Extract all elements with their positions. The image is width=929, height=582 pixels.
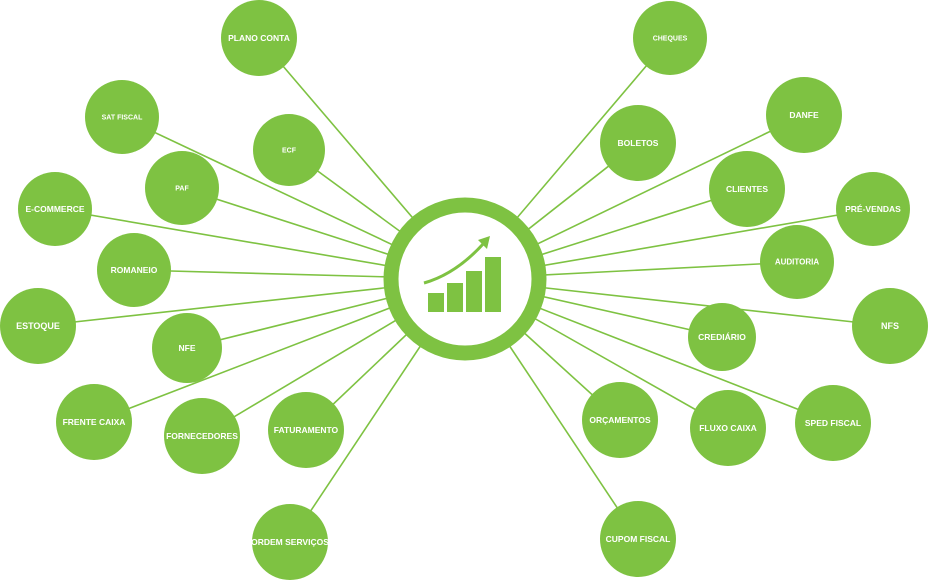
trend-arrow bbox=[423, 241, 486, 285]
node-paf: PAF bbox=[145, 151, 219, 225]
node-circle-sat-fiscal bbox=[85, 80, 159, 154]
node-label-plano-conta: PLANO CONTA bbox=[228, 33, 290, 43]
node-circle-romaneio bbox=[97, 233, 171, 307]
node-circle-cheques bbox=[633, 1, 707, 75]
node-circle-sped-fiscal bbox=[795, 385, 871, 461]
node-cheques: CHEQUES bbox=[633, 1, 707, 75]
node-label-faturamento: FATURAMENTO bbox=[274, 425, 339, 435]
node-label-nfe: NFE bbox=[179, 343, 196, 353]
node-label-ecf: ECF bbox=[282, 147, 297, 154]
node-label-boletos: BOLETOS bbox=[618, 138, 659, 148]
node-circle-paf bbox=[145, 151, 219, 225]
node-label-ordem-servicos: ORDEM SERVIÇOS bbox=[251, 537, 329, 547]
node-circle-ecf bbox=[253, 114, 325, 186]
node-faturamento: FATURAMENTO bbox=[268, 392, 344, 468]
node-orcamentos: ORÇAMENTOS bbox=[582, 382, 658, 458]
node-sat-fiscal: SAT FISCAL bbox=[85, 80, 159, 154]
node-circle-crediario bbox=[688, 303, 756, 371]
node-circle-estoque bbox=[0, 288, 76, 364]
node-circle-fluxo-caixa bbox=[690, 390, 766, 466]
node-circle-frente-caixa bbox=[56, 384, 132, 460]
node-circle-faturamento bbox=[268, 392, 344, 468]
node-ordem-servicos: ORDEM SERVIÇOS bbox=[251, 504, 329, 580]
central-hub bbox=[383, 197, 547, 361]
node-circle-fornecedores bbox=[164, 398, 240, 474]
node-nfs: NFS bbox=[852, 288, 928, 364]
node-auditoria: AUDITORIA bbox=[760, 225, 834, 299]
node-label-auditoria: AUDITORIA bbox=[775, 258, 820, 267]
node-crediario: CREDIÁRIO bbox=[688, 303, 756, 371]
node-ecf: ECF bbox=[253, 114, 325, 186]
node-nfe: NFE bbox=[152, 313, 222, 383]
node-romaneio: ROMANEIO bbox=[97, 233, 171, 307]
node-cupom-fiscal: CUPOM FISCAL bbox=[600, 501, 676, 577]
node-e-commerce: E-COMMERCE bbox=[18, 172, 92, 246]
node-label-danfe: DANFE bbox=[789, 110, 819, 120]
chart-bar-3 bbox=[466, 271, 482, 312]
node-label-sped-fiscal: SPED FISCAL bbox=[805, 418, 861, 428]
node-label-e-commerce: E-COMMERCE bbox=[25, 204, 84, 214]
node-circle-pre-vendas bbox=[836, 172, 910, 246]
node-circle-nfe bbox=[152, 313, 222, 383]
node-circle-cupom-fiscal bbox=[600, 501, 676, 577]
node-label-cupom-fiscal: CUPOM FISCAL bbox=[606, 534, 671, 544]
chart-bar-4 bbox=[485, 257, 501, 312]
node-circle-orcamentos bbox=[582, 382, 658, 458]
node-label-pre-vendas: PRÉ-VENDAS bbox=[845, 204, 901, 214]
node-sped-fiscal: SPED FISCAL bbox=[795, 385, 871, 461]
node-label-estoque: ESTOQUE bbox=[16, 321, 60, 331]
node-circle-auditoria bbox=[760, 225, 834, 299]
node-label-nfs: NFS bbox=[881, 321, 899, 331]
node-label-cheques: CHEQUES bbox=[653, 35, 688, 42]
node-circle-nfs bbox=[852, 288, 928, 364]
node-label-crediario: CREDIÁRIO bbox=[698, 332, 746, 342]
node-circle-plano-conta bbox=[221, 0, 297, 76]
node-clientes: CLIENTES bbox=[709, 151, 785, 227]
chart-bar-1 bbox=[428, 293, 444, 312]
node-label-sat-fiscal: SAT FISCAL bbox=[102, 114, 143, 121]
node-danfe: DANFE bbox=[766, 77, 842, 153]
growth-chart-icon bbox=[423, 236, 501, 312]
node-fluxo-caixa: FLUXO CAIXA bbox=[690, 390, 766, 466]
node-label-fluxo-caixa: FLUXO CAIXA bbox=[699, 423, 757, 433]
node-boletos: BOLETOS bbox=[600, 105, 676, 181]
node-fornecedores: FORNECEDORES bbox=[164, 398, 240, 474]
hub-ring bbox=[383, 197, 547, 361]
node-circle-ordem-servicos bbox=[252, 504, 328, 580]
trend-arrowhead bbox=[478, 236, 490, 249]
node-pre-vendas: PRÉ-VENDAS bbox=[836, 172, 910, 246]
node-label-paf: PAF bbox=[175, 185, 189, 192]
node-plano-conta: PLANO CONTA bbox=[221, 0, 297, 76]
node-circle-clientes bbox=[709, 151, 785, 227]
node-label-romaneio: ROMANEIO bbox=[111, 265, 158, 275]
node-label-clientes: CLIENTES bbox=[726, 184, 768, 194]
node-label-frente-caixa: FRENTE CAIXA bbox=[63, 417, 126, 427]
node-label-fornecedores: FORNECEDORES bbox=[166, 431, 238, 441]
node-circle-e-commerce bbox=[18, 172, 92, 246]
node-label-orcamentos: ORÇAMENTOS bbox=[589, 415, 651, 425]
node-estoque: ESTOQUE bbox=[0, 288, 76, 364]
node-frente-caixa: FRENTE CAIXA bbox=[56, 384, 132, 460]
node-circle-danfe bbox=[766, 77, 842, 153]
node-circle-boletos bbox=[600, 105, 676, 181]
chart-bar-2 bbox=[447, 283, 463, 312]
